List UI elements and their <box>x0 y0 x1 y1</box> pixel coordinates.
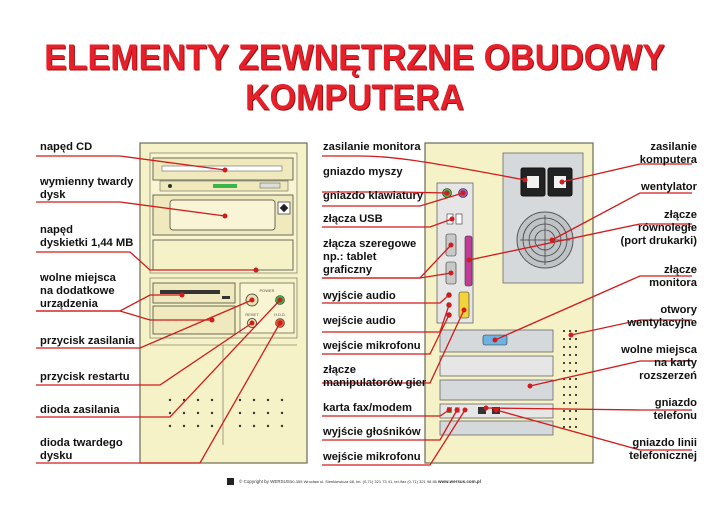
label-monitora-2: monitora <box>649 277 697 289</box>
label-wolne-3: urządzenia <box>40 298 98 310</box>
rear-case <box>424 142 594 464</box>
title-line-2: KOMPUTERA <box>244 78 465 118</box>
label-wejscie-mikrofonu: wejście mikrofonu <box>323 340 421 352</box>
hdd-text: H.D.D. <box>274 312 286 317</box>
label-przycisk-restartu: przycisk restartu <box>40 371 130 383</box>
label-karta-fax: karta fax/modem <box>323 402 412 414</box>
label-dioda-dysku-1: dioda twardego <box>40 437 123 449</box>
footer-copyright: © Copyright by WERSUS <box>239 479 290 484</box>
front-vent-holes <box>168 398 284 428</box>
label-dioda-dysku-2: dysku <box>40 450 73 462</box>
label-otwory-2: wentylacyjne <box>627 317 697 329</box>
label-gniazdo-myszy: gniazdo myszy <box>323 166 403 178</box>
label-naped-2: dyskietki 1,44 MB <box>40 237 134 249</box>
front-case: POWER RESET H.D.D. <box>139 142 308 464</box>
label-rownolegle-2: równoległe <box>637 222 697 234</box>
label-wymienny-1: wymienny twardy <box>40 176 134 188</box>
floppy-drive <box>152 282 236 304</box>
label-zasilanie-monitora: zasilanie monitora <box>323 141 421 153</box>
reset-text: RESET <box>245 312 259 317</box>
label-szeregowe-1: złącza szeregowe <box>323 238 417 250</box>
footer-address: 50-355 Wrocław ul. Sienkiewicza 68, tel.… <box>290 479 437 484</box>
label-karty-1: wolne miejsca <box>621 344 697 356</box>
label-naped-1: napęd <box>40 224 73 236</box>
leader-lines <box>36 155 692 466</box>
label-rownolegle-1: złącze <box>664 209 697 221</box>
label-wejscie-audio: wejście audio <box>323 315 396 327</box>
label-dioda-zasilania: dioda zasilania <box>40 404 120 416</box>
label-linii-2: telefonicznej <box>629 450 697 462</box>
label-gier-2: manipulatorów gier <box>323 377 427 389</box>
label-zlacza-usb: złącza USB <box>323 213 383 225</box>
label-rownolegle-3: (port drukarki) <box>620 235 697 247</box>
label-wentylator: wentylator <box>641 181 697 193</box>
label-naped-cd: napęd CD <box>40 141 93 153</box>
label-otwory-1: otwory <box>660 304 697 316</box>
footer-website: www.wersus.com.pl <box>438 479 481 484</box>
label-monitora-1: złącze <box>664 264 697 276</box>
label-karty-3: rozszerzeń <box>639 370 697 382</box>
power-supply <box>502 152 584 284</box>
label-wymienny-2: dysk <box>40 189 66 201</box>
label-szeregowe-2: np.: tablet <box>323 251 377 263</box>
label-przycisk-zasilania: przycisk zasilania <box>40 335 135 347</box>
label-telefonu-1: gniazdo <box>654 397 697 409</box>
label-telefonu-2: telefonu <box>653 410 697 422</box>
label-zasilanie-komp-1: zasilanie <box>650 141 697 153</box>
label-linii-1: gniazdo linii <box>632 437 697 449</box>
label-karty-2: na karty <box>654 357 697 369</box>
rear-vent-holes <box>563 330 577 428</box>
label-zasilanie-komp-2: komputera <box>639 154 697 166</box>
label-szeregowe-3: graficzny <box>323 264 373 276</box>
io-ports <box>436 182 474 324</box>
power-text: POWER <box>259 288 274 293</box>
label-wolne-2: na dodatkowe <box>40 285 115 297</box>
label-wolne-1: wolne miejsca <box>40 272 116 284</box>
publisher-logo <box>227 478 234 485</box>
label-wyjscie-glosnikow: wyjście głośników <box>323 426 421 438</box>
label-wejscie-mikrofonu-2: wejście mikrofonu <box>323 451 421 463</box>
label-gniazdo-klawiatury: gniazdo klawiatury <box>323 190 424 202</box>
label-wyjscie-audio: wyjście audio <box>323 290 396 302</box>
leader-dots <box>179 167 574 413</box>
title-line-1: ELEMENTY ZEWNĘTRZNE OBUDOWY <box>44 38 665 78</box>
label-gier-1: złącze <box>323 364 356 376</box>
